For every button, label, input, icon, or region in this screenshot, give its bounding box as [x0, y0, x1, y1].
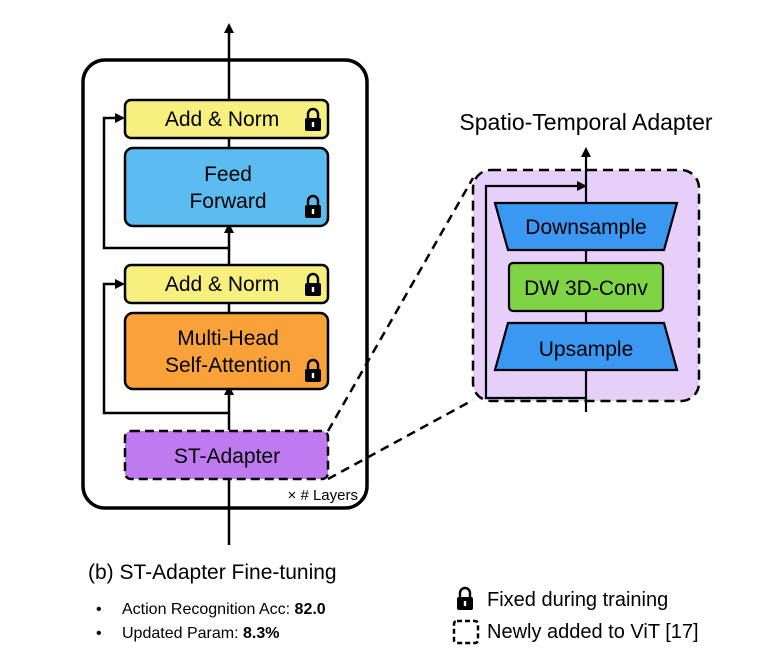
- metric-value: 8.3%: [242, 625, 280, 642]
- downsample-label: Downsample: [525, 216, 646, 239]
- zoom-line-top: [326, 177, 475, 432]
- legend-fixed-label: Fixed during training: [487, 589, 669, 611]
- mhsa-label-line1: Multi-Head: [177, 327, 279, 350]
- adapter-detail-title: Spatio-Temporal Adapter: [459, 109, 712, 135]
- downsample-block: [493, 201, 679, 252]
- feed-forward-box: [123, 146, 330, 228]
- layers-label: × # Layers: [288, 487, 358, 504]
- add-norm-top-label: Add & Norm: [165, 108, 279, 131]
- st-adapter-label: ST-Adapter: [174, 445, 280, 468]
- legend-dashed-box-icon: [452, 619, 480, 645]
- mhsa-label-line2: Self-Attention: [165, 354, 291, 377]
- metric-value: 82.0: [294, 601, 326, 618]
- add-norm-bottom-box: [123, 263, 330, 305]
- residual-connection-lower: [102, 279, 229, 415]
- dw-conv-label: DW 3D-Conv: [524, 277, 648, 300]
- transformer-layer-frame: [81, 58, 369, 510]
- feed-forward-label-line2: Forward: [189, 190, 266, 213]
- adapter-skip-connection: [484, 181, 587, 400]
- upsample-label: Upsample: [539, 338, 634, 361]
- metric-item: Action Recognition Acc: 82.0: [96, 598, 326, 622]
- mhsa-box: [123, 311, 330, 391]
- figure-caption: (b) ST-Adapter Fine-tuning: [88, 561, 337, 584]
- upsample-block: [493, 321, 679, 372]
- dw-conv-block: [507, 261, 665, 313]
- st-adapter-box: [123, 429, 330, 481]
- feed-forward-label-line1: Feed: [204, 163, 252, 186]
- residual-connection-upper: [102, 113, 229, 250]
- add-norm-bottom-label: Add & Norm: [165, 273, 279, 296]
- legend-new-label: Newly added to ViT [17]: [487, 621, 699, 643]
- metric-item: Updated Param: 8.3%: [96, 622, 326, 646]
- add-norm-top-box: [123, 98, 330, 140]
- metric-label: Action Recognition Acc:: [122, 601, 291, 618]
- metrics-list: Action Recognition Acc: 82.0 Updated Par…: [96, 598, 326, 646]
- zoom-line-bottom: [327, 398, 474, 481]
- legend-lock-icon: [455, 586, 475, 612]
- metric-label: Updated Param:: [122, 625, 239, 642]
